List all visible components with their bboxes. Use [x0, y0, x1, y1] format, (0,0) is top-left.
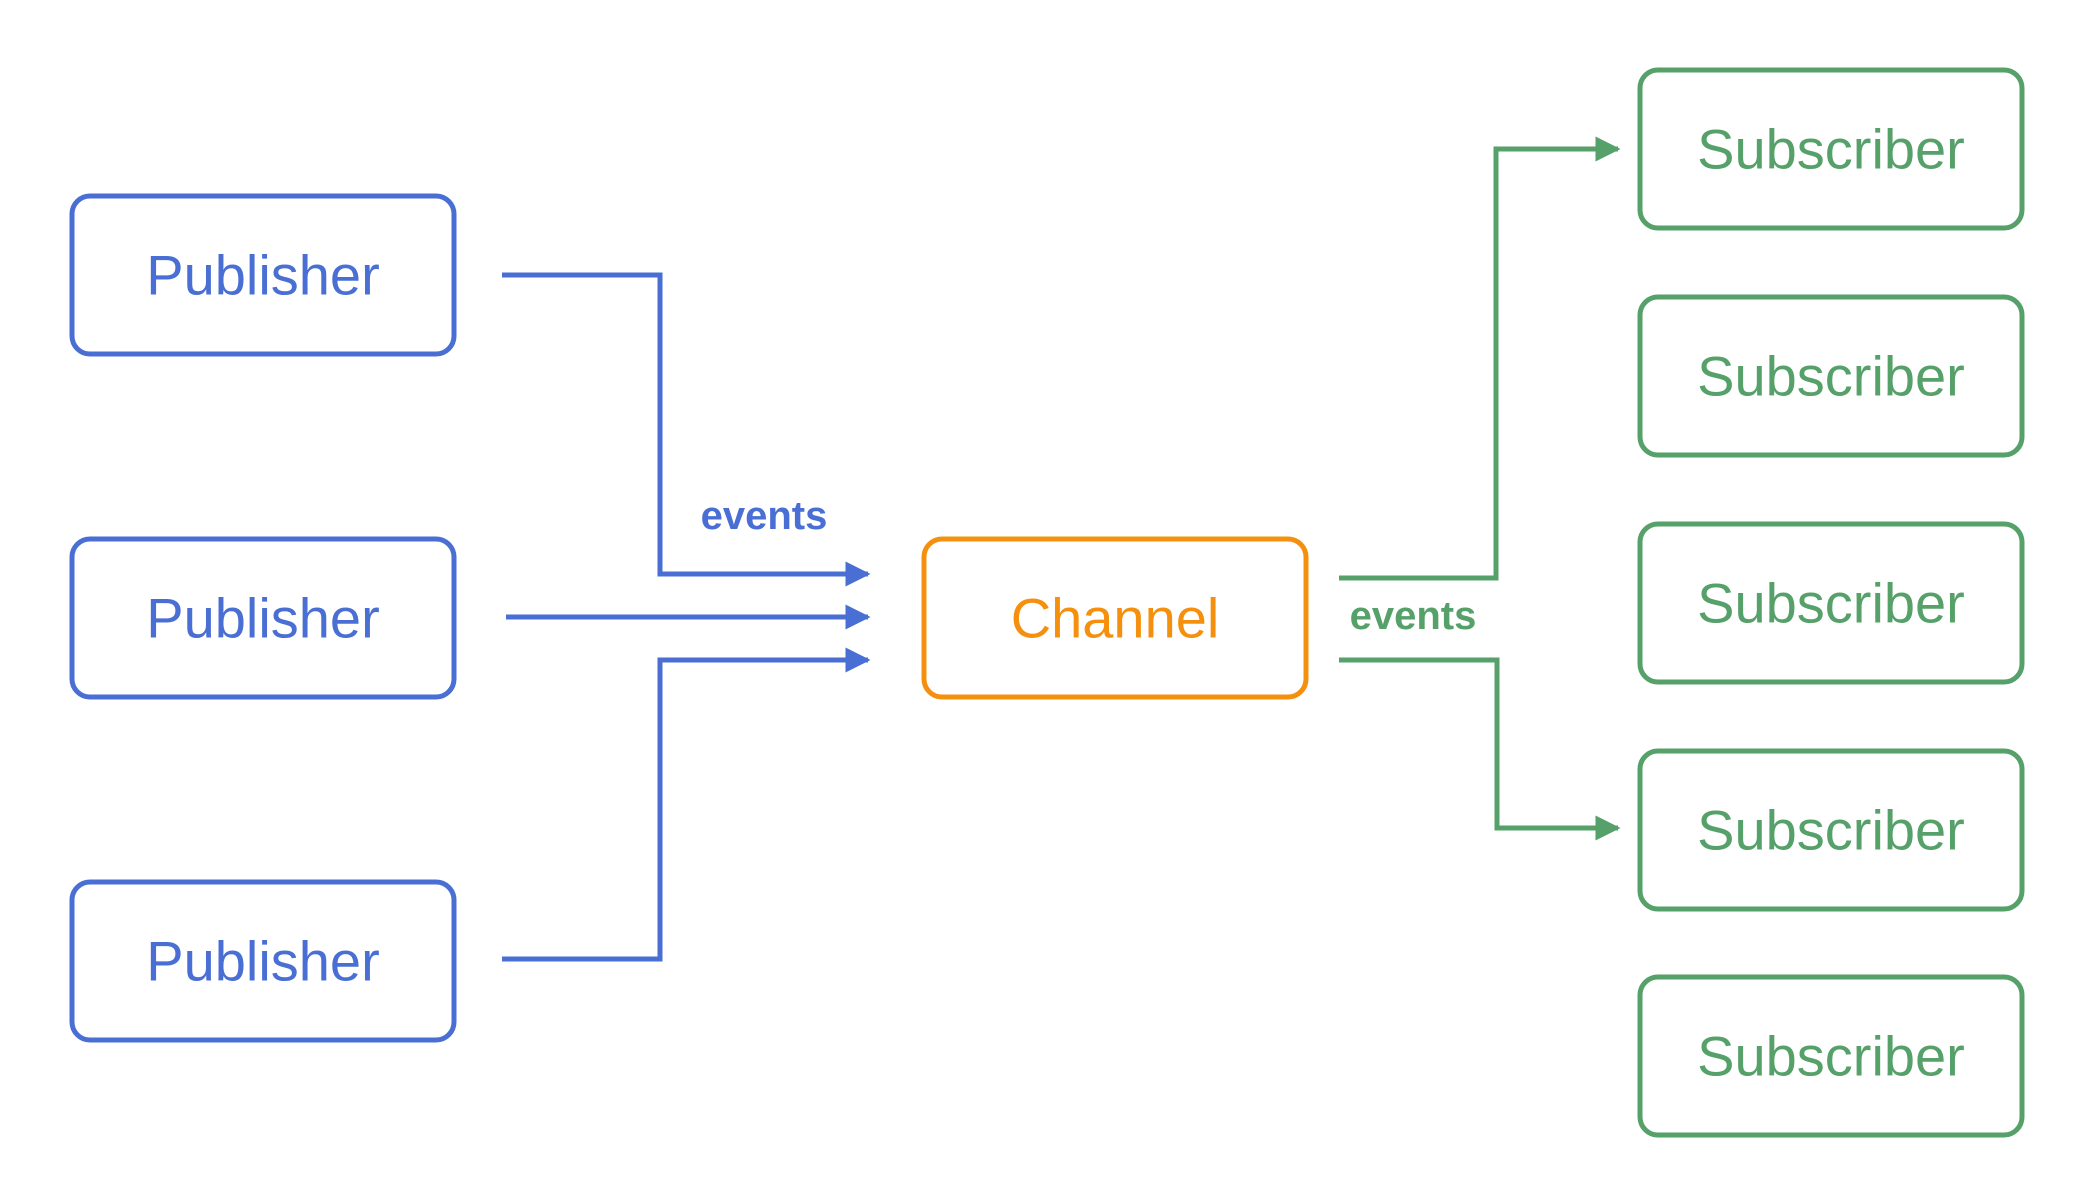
subscriber-label: Subscriber [1697, 572, 1965, 635]
channel-node: Channel [921, 536, 1309, 700]
publisher-node: Publisher [69, 879, 457, 1043]
channel-label: Channel [1011, 587, 1220, 650]
subscriber-node: Subscriber [1637, 294, 2025, 458]
subscriber-node: Subscriber [1637, 748, 2025, 912]
publisher-label: Publisher [146, 244, 379, 307]
publisher-label: Publisher [146, 587, 379, 650]
publisher-node: Publisher [69, 536, 457, 700]
subscriber-label: Subscriber [1697, 799, 1965, 862]
publisher-to-channel-arrow [502, 272, 871, 587]
channel-to-subscriber-arrow [1339, 136, 1621, 581]
publisher-label: Publisher [146, 930, 379, 993]
subscriber-node: Subscriber [1637, 521, 2025, 685]
subscriber-label: Subscriber [1697, 1025, 1965, 1088]
subscriber-label: Subscriber [1697, 345, 1965, 408]
publisher-to-channel-arrow [502, 647, 871, 962]
incoming-events-label: events [701, 494, 828, 538]
subscriber-node: Subscriber [1637, 67, 2025, 231]
subscriber-node: Subscriber [1637, 974, 2025, 1138]
channel-to-subscriber-arrow [1339, 657, 1621, 841]
publisher-node: Publisher [69, 193, 457, 357]
subscriber-label: Subscriber [1697, 118, 1965, 181]
outgoing-events-label: events [1350, 594, 1477, 638]
